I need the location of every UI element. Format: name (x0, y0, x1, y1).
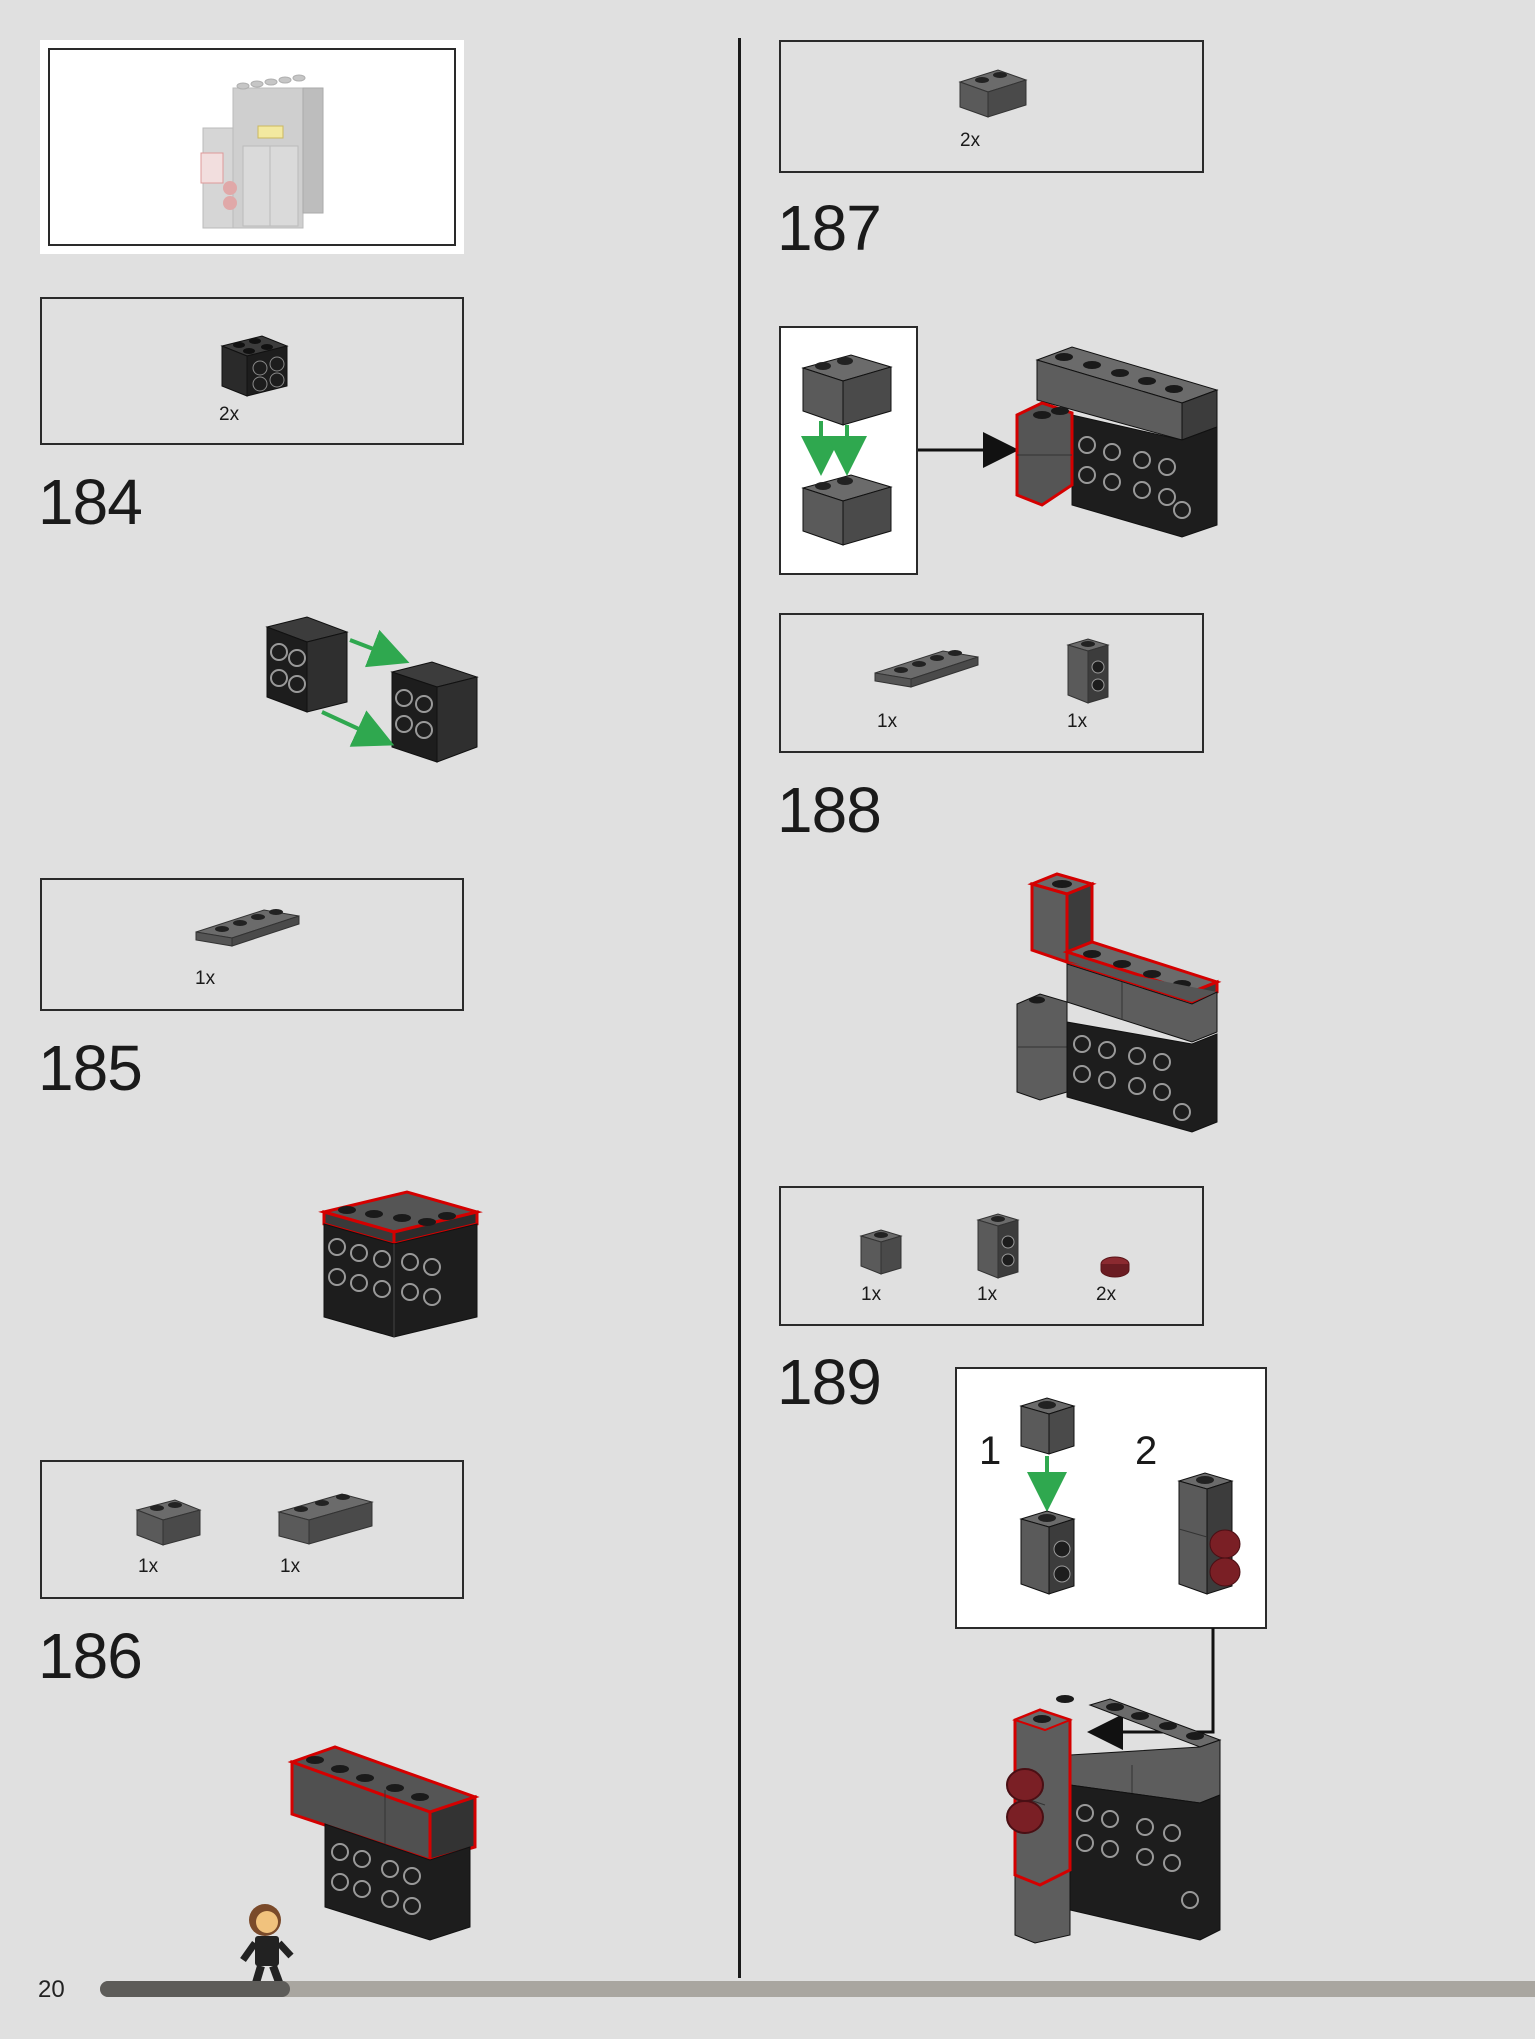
part-quantity: 2x (1096, 1284, 1117, 1305)
brick-1x1-studs-side-icon (976, 1213, 1020, 1279)
step-186-illustration (287, 1745, 480, 1941)
brick-1x1-dark-grey-icon (859, 1229, 903, 1275)
brick-1x1-studs-side-icon (1066, 638, 1110, 704)
part-quantity: 1x (195, 968, 216, 989)
parts-list-189: 1x 1x 2x (779, 1186, 1204, 1326)
step-number-187: 187 (777, 192, 882, 264)
step-189-illustration (1006, 1695, 1222, 1944)
plate-1x4-dark-grey-icon (195, 909, 300, 947)
parts-list-187: 2x (779, 40, 1204, 173)
parts-list-184: 2x (40, 297, 464, 445)
substep-1-number: 1 (979, 1429, 1002, 1473)
step-number-188: 188 (777, 774, 882, 846)
overview-thumbnail (40, 40, 464, 254)
brick-1x2-dark-grey-icon (958, 69, 1028, 118)
sub-assembly-callout-189: 1 2 (955, 1367, 1267, 1629)
step-number-184: 184 (38, 466, 143, 538)
sub-assembly-187 (801, 354, 893, 546)
step-184-illustration (265, 616, 479, 763)
column-divider (738, 38, 741, 1978)
part-quantity: 1x (861, 1284, 882, 1305)
part-quantity: 1x (138, 1556, 159, 1577)
step-187-illustration (1015, 346, 1219, 538)
part-quantity: 2x (960, 130, 981, 151)
part-quantity: 1x (280, 1556, 301, 1577)
parts-list-186: 1x 1x (40, 1460, 464, 1599)
step-number-186: 186 (38, 1620, 143, 1692)
progress-track (100, 1981, 1535, 1997)
step-188-illustration (1016, 872, 1222, 1133)
part-quantity: 1x (1067, 711, 1088, 732)
callout-arrow-187 (918, 432, 1019, 468)
parts-list-188: 1x 1x (779, 613, 1204, 753)
sub-assembly-callout-187 (779, 326, 918, 575)
parts-list-185: 1x (40, 878, 464, 1011)
part-quantity: 1x (977, 1284, 998, 1305)
substep-1-assembly (1019, 1397, 1076, 1595)
brick-2x2-black-icon (220, 335, 289, 397)
substep-2-number: 2 (1135, 1429, 1158, 1473)
step-185-illustration (318, 1190, 483, 1338)
brick-1x2-dark-grey-icon (135, 1499, 202, 1546)
round-tile-dark-red-icon (1100, 1256, 1130, 1278)
plate-1x4-dark-grey-icon (874, 650, 979, 688)
step-number-189: 189 (777, 1346, 882, 1418)
minifigure-icon (240, 1904, 294, 1995)
progress-fill (100, 1981, 290, 1997)
part-quantity: 1x (877, 711, 898, 732)
callout-connector-189 (1087, 1628, 1215, 1750)
page-number: 20 (38, 1976, 65, 2003)
brick-1x3-dark-grey-icon (277, 1493, 374, 1545)
elevator-model-preview (200, 74, 324, 229)
step-number-185: 185 (38, 1032, 143, 1104)
part-quantity: 2x (219, 404, 240, 425)
substep-2-assembly (1177, 1472, 1241, 1595)
